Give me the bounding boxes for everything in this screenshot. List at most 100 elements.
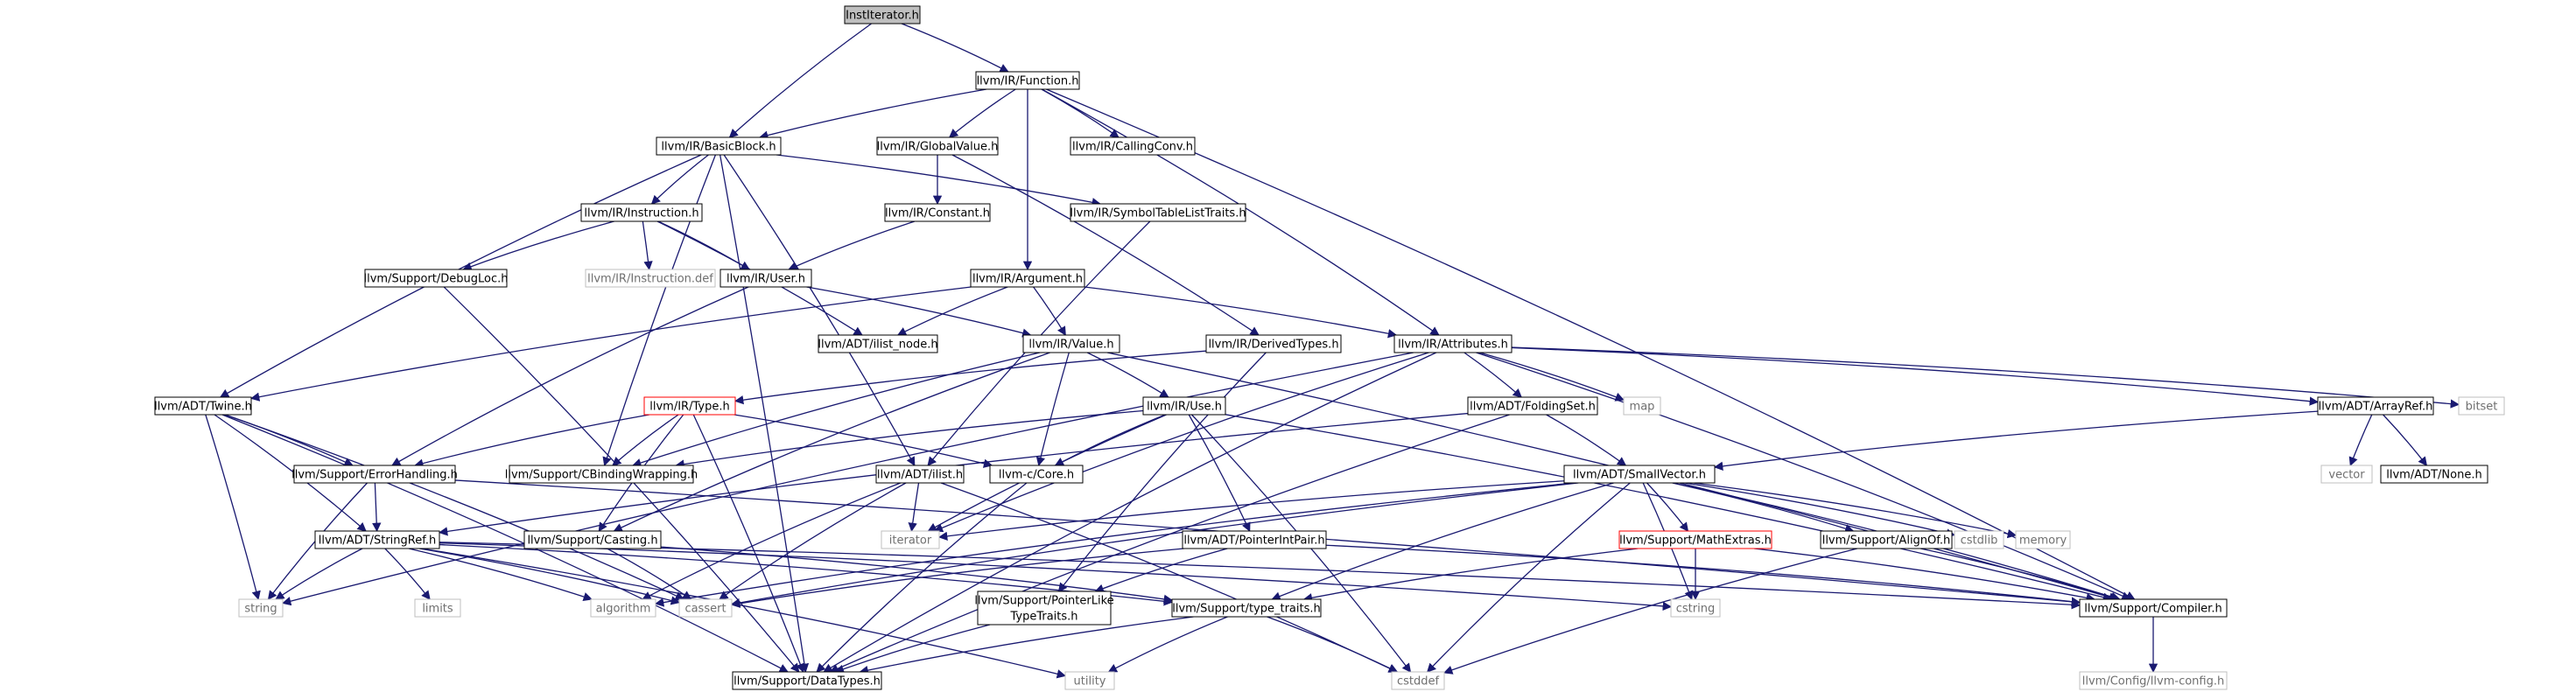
node-cbinding[interactable]: llvm/Support/CBindingWrapping.h bbox=[505, 465, 698, 484]
node-label-use: llvm/IR/Use.h bbox=[1147, 401, 1222, 414]
node-stringref[interactable]: llvm/ADT/StringRef.h bbox=[314, 530, 440, 549]
node-label-compiler: llvm/Support/Compiler.h bbox=[2084, 603, 2222, 616]
node-label-stringref: llvm/ADT/StringRef.h bbox=[319, 535, 436, 548]
node-arrayref[interactable]: llvm/ADT/ArrayRef.h bbox=[2317, 396, 2434, 416]
node-ilist[interactable]: llvm/ADT/ilist.h bbox=[875, 465, 965, 484]
edge-type-to-cbinding bbox=[612, 414, 679, 466]
node-label-none: llvm/ADT/None.h bbox=[2386, 469, 2481, 482]
node-smallvector[interactable]: llvm/ADT/SmallVector.h bbox=[1563, 465, 1716, 484]
edge-basicblock-to-symtab bbox=[776, 154, 1101, 207]
node-label-pointerintpair: llvm/ADT/PointerIntPair.h bbox=[1183, 535, 1324, 548]
node-use[interactable]: llvm/IR/Use.h bbox=[1142, 396, 1226, 416]
node-box-symtab bbox=[1070, 203, 1246, 222]
node-label-cstring: cstring bbox=[1676, 603, 1715, 616]
node-debugloc[interactable]: llvm/Support/DebugLoc.h bbox=[364, 269, 509, 288]
node-type[interactable]: llvm/IR/Type.h bbox=[643, 396, 736, 416]
node-twine[interactable]: llvm/ADT/Twine.h bbox=[154, 396, 252, 416]
node-basicblock[interactable]: llvm/IR/BasicBlock.h bbox=[656, 136, 782, 156]
edge-arrayref-to-none bbox=[2383, 414, 2428, 466]
node-label-ccore: llvm-c/Core.h bbox=[999, 469, 1074, 482]
edge-foldingset-to-datatypes bbox=[829, 414, 1510, 674]
edge-arrayref-to-smallvector bbox=[1713, 410, 2319, 472]
edge-smallvector-to-algorithm bbox=[654, 482, 1574, 607]
node-box-cstddef bbox=[1391, 671, 1445, 690]
edge-stringref-to-compiler bbox=[439, 542, 2081, 610]
node-label-cbinding: llvm/Support/CBindingWrapping.h bbox=[505, 469, 698, 482]
edge-foldingset-to-smallvector bbox=[1546, 414, 1627, 466]
edge-basicblock-to-datatypes bbox=[719, 154, 810, 674]
node-foldingset[interactable]: llvm/ADT/FoldingSet.h bbox=[1467, 396, 1598, 416]
node-box-bitset bbox=[2458, 396, 2505, 416]
node-box-user bbox=[719, 269, 812, 288]
node-box-globalvalue bbox=[876, 136, 999, 156]
edge-attributes-to-bitset bbox=[1511, 346, 2460, 409]
node-errorhandling[interactable]: llvm/Support/ErrorHandling.h bbox=[291, 465, 458, 484]
node-box-mathextras bbox=[1618, 530, 1772, 549]
node-derived[interactable]: llvm/IR/DerivedTypes.h bbox=[1205, 334, 1342, 353]
node-casting[interactable]: llvm/Support/Casting.h bbox=[523, 530, 662, 549]
node-globalvalue[interactable]: llvm/IR/GlobalValue.h bbox=[876, 136, 999, 156]
node-label-globalvalue: llvm/IR/GlobalValue.h bbox=[877, 141, 999, 154]
node-box-limits bbox=[414, 598, 461, 618]
node-value[interactable]: llvm/IR/Value.h bbox=[1022, 334, 1120, 353]
node-ccore[interactable]: llvm-c/Core.h bbox=[989, 465, 1084, 484]
edge-pointerintpair-to-ptrliketraits bbox=[1094, 548, 1228, 593]
node-attributes[interactable]: llvm/IR/Attributes.h bbox=[1393, 334, 1513, 353]
edge-typetraits-to-cstddef bbox=[1267, 616, 1399, 673]
node-label-derived: llvm/IR/DerivedTypes.h bbox=[1208, 339, 1338, 352]
node-box-utility bbox=[1064, 671, 1115, 690]
edge-errorhandling-to-stringref bbox=[372, 482, 382, 533]
node-box-constant bbox=[884, 203, 991, 222]
node-instruction[interactable]: llvm/IR/Instruction.h bbox=[580, 203, 703, 222]
node-box-map bbox=[1623, 396, 1661, 416]
node-label-errorhandling: llvm/Support/ErrorHandling.h bbox=[291, 469, 458, 482]
node-label-cassert: cassert bbox=[684, 603, 726, 616]
node-iterator: iterator bbox=[881, 530, 940, 549]
node-box-smallvector bbox=[1563, 465, 1716, 484]
node-none[interactable]: llvm/ADT/None.h bbox=[2380, 465, 2488, 484]
node-callingconv[interactable]: llvm/IR/CallingConv.h bbox=[1070, 136, 1196, 156]
node-argument[interactable]: llvm/IR/Argument.h bbox=[970, 269, 1085, 288]
node-label-ptrliketraits-1: llvm/Support/PointerLike bbox=[974, 595, 1113, 608]
node-box-twine bbox=[154, 396, 252, 416]
node-box-ptrliketraits bbox=[977, 591, 1112, 626]
edge-value-to-ccore bbox=[1035, 352, 1070, 467]
node-constant[interactable]: llvm/IR/Constant.h bbox=[884, 203, 991, 222]
edge-twine-to-errorhandling bbox=[224, 414, 354, 466]
node-ilistnode[interactable]: llvm/ADT/ilist_node.h bbox=[818, 334, 938, 353]
node-instdef: llvm/IR/Instruction.def bbox=[585, 269, 716, 288]
node-box-instruction bbox=[580, 203, 703, 222]
node-compiler[interactable]: llvm/Support/Compiler.h bbox=[2079, 598, 2228, 618]
node-label-callingconv: llvm/IR/CallingConv.h bbox=[1072, 141, 1193, 154]
node-box-ilist bbox=[875, 465, 965, 484]
node-alignof[interactable]: llvm/Support/AlignOf.h bbox=[1820, 530, 1953, 549]
node-label-argument: llvm/IR/Argument.h bbox=[972, 273, 1083, 286]
node-box-llvmconfig bbox=[2079, 671, 2228, 690]
node-algorithm: algorithm bbox=[590, 598, 656, 618]
node-label-alignof: llvm/Support/AlignOf.h bbox=[1822, 535, 1951, 548]
node-label-cstdlib: cstdlib bbox=[1961, 535, 1998, 548]
node-map: map bbox=[1623, 396, 1661, 416]
edge-smallvector-to-cstdlib bbox=[1684, 482, 1956, 538]
edge-stringref-to-limits bbox=[384, 548, 431, 600]
node-function[interactable]: llvm/IR/Function.h bbox=[975, 71, 1080, 90]
node-symtab[interactable]: llvm/IR/SymbolTableListTraits.h bbox=[1070, 203, 1246, 222]
node-datatypes[interactable]: llvm/Support/DataTypes.h bbox=[732, 671, 882, 690]
node-box-compiler bbox=[2079, 598, 2228, 618]
edge-smallvector-to-alignof bbox=[1672, 482, 1855, 534]
node-label-symtab: llvm/IR/SymbolTableListTraits.h bbox=[1070, 207, 1246, 220]
node-label-typetraits: llvm/Support/type_traits.h bbox=[1172, 603, 1321, 616]
node-label-ptrliketraits-2: TypeTraits.h bbox=[1009, 611, 1077, 624]
node-mathextras[interactable]: llvm/Support/MathExtras.h bbox=[1618, 530, 1772, 549]
node-box-algorithm bbox=[590, 598, 656, 618]
node-box-arrayref bbox=[2317, 396, 2434, 416]
node-label-function: llvm/IR/Function.h bbox=[977, 75, 1079, 88]
node-label-value: llvm/IR/Value.h bbox=[1028, 339, 1113, 352]
node-typetraits[interactable]: llvm/Support/type_traits.h bbox=[1171, 598, 1322, 618]
edge-derived-to-type bbox=[733, 350, 1207, 405]
edge-root-to-function bbox=[901, 23, 1009, 73]
node-pointerintpair[interactable]: llvm/ADT/PointerIntPair.h bbox=[1182, 530, 1327, 549]
edge-typetraits-to-datatypes bbox=[859, 616, 1194, 675]
node-user[interactable]: llvm/IR/User.h bbox=[719, 269, 812, 288]
